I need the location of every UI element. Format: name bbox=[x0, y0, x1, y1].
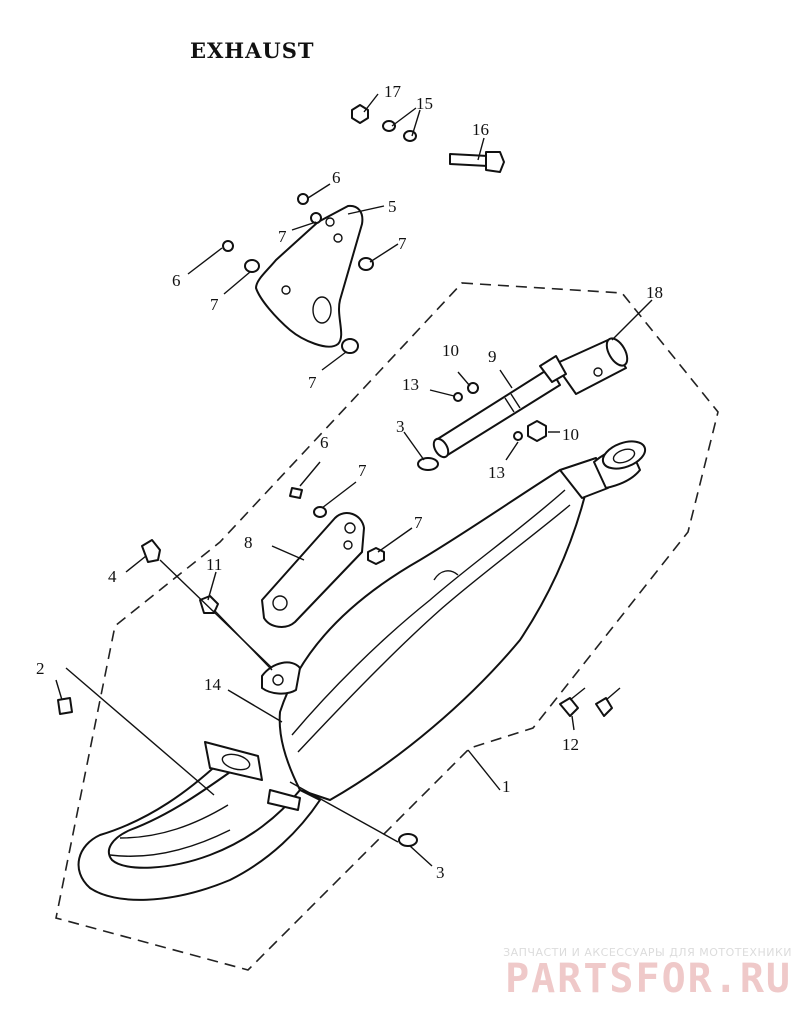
bolt-6a bbox=[297, 193, 309, 205]
part-tail-pipe bbox=[432, 367, 561, 459]
leader-lines bbox=[55, 93, 653, 867]
bolt-6b bbox=[222, 240, 234, 252]
stud-4 bbox=[141, 539, 161, 563]
nut-10b bbox=[527, 420, 547, 442]
callout-13a: 13 bbox=[402, 375, 419, 394]
callout-4: 4 bbox=[108, 567, 117, 586]
callout-11: 11 bbox=[206, 555, 222, 574]
nut-17 bbox=[351, 104, 369, 124]
washer-13b bbox=[513, 431, 523, 441]
callout-18: 18 bbox=[646, 283, 663, 302]
callout-8: 8 bbox=[244, 533, 253, 552]
nut-7f bbox=[367, 547, 385, 565]
bolt-12b bbox=[595, 697, 613, 717]
bolt-16 bbox=[449, 153, 489, 167]
washer-7a bbox=[310, 212, 322, 224]
callout-6b: 6 bbox=[172, 271, 181, 290]
watermark-logo: PARTSFOR.RU bbox=[505, 956, 792, 1002]
bolt-12a bbox=[559, 697, 579, 717]
callout-7b: 7 bbox=[398, 234, 407, 253]
part-upper-bracket bbox=[255, 204, 364, 348]
callout-10b: 10 bbox=[562, 425, 579, 444]
washer-15a bbox=[382, 120, 396, 132]
gasket-3a bbox=[417, 457, 439, 471]
callout-7a: 7 bbox=[278, 227, 287, 246]
callout-17: 17 bbox=[384, 82, 402, 101]
assembly-boundary bbox=[55, 282, 719, 971]
callout-2: 2 bbox=[36, 659, 45, 678]
callout-3a: 3 bbox=[396, 417, 405, 436]
callout-15: 15 bbox=[416, 94, 433, 113]
callout-6c: 6 bbox=[320, 433, 329, 452]
gasket-3b bbox=[398, 833, 418, 847]
callout-5: 5 bbox=[388, 197, 397, 216]
callout-9: 9 bbox=[488, 347, 497, 366]
callout-6a: 6 bbox=[332, 168, 341, 187]
diagram-title: EXHAUST bbox=[190, 38, 315, 63]
callout-3b: 3 bbox=[436, 863, 445, 882]
callout-7c: 7 bbox=[210, 295, 219, 314]
callout-7d: 7 bbox=[308, 373, 317, 392]
part-heat-shield bbox=[261, 512, 365, 628]
washer-7d bbox=[341, 338, 359, 354]
nut-10a bbox=[467, 382, 479, 394]
washer-7b bbox=[244, 259, 260, 273]
watermark-caption: ЗАПЧАСТИ И АКСЕССУАРЫ ДЛЯ МОТОТЕХНИКИ bbox=[503, 946, 792, 959]
part-silencer-tip bbox=[539, 337, 629, 395]
washer-15b bbox=[403, 130, 417, 142]
callout-10a: 10 bbox=[442, 341, 459, 360]
callout-16: 16 bbox=[472, 120, 489, 139]
callout-13b: 13 bbox=[488, 463, 505, 482]
bolt-2 bbox=[57, 697, 73, 715]
part-muffler bbox=[278, 440, 647, 801]
watermark: ЗАПЧАСТИ И АКСЕССУАРЫ ДЛЯ МОТОТЕХНИКИ PA… bbox=[503, 946, 792, 1002]
washer-7c bbox=[358, 257, 374, 271]
callout-14: 14 bbox=[204, 675, 222, 694]
callout-7f: 7 bbox=[414, 513, 423, 532]
part-exhaust-pipe bbox=[77, 661, 321, 901]
callout-12: 12 bbox=[562, 735, 579, 754]
washer-13a bbox=[453, 392, 463, 402]
washer-7e bbox=[313, 506, 327, 518]
callout-7e: 7 bbox=[358, 461, 367, 480]
callout-1: 1 bbox=[502, 777, 511, 796]
hardware bbox=[57, 104, 621, 847]
bolt-6c bbox=[289, 487, 303, 499]
callout-labels: 17 15 16 6 5 7 7 6 7 18 10 9 7 13 3 10 6… bbox=[36, 82, 663, 882]
